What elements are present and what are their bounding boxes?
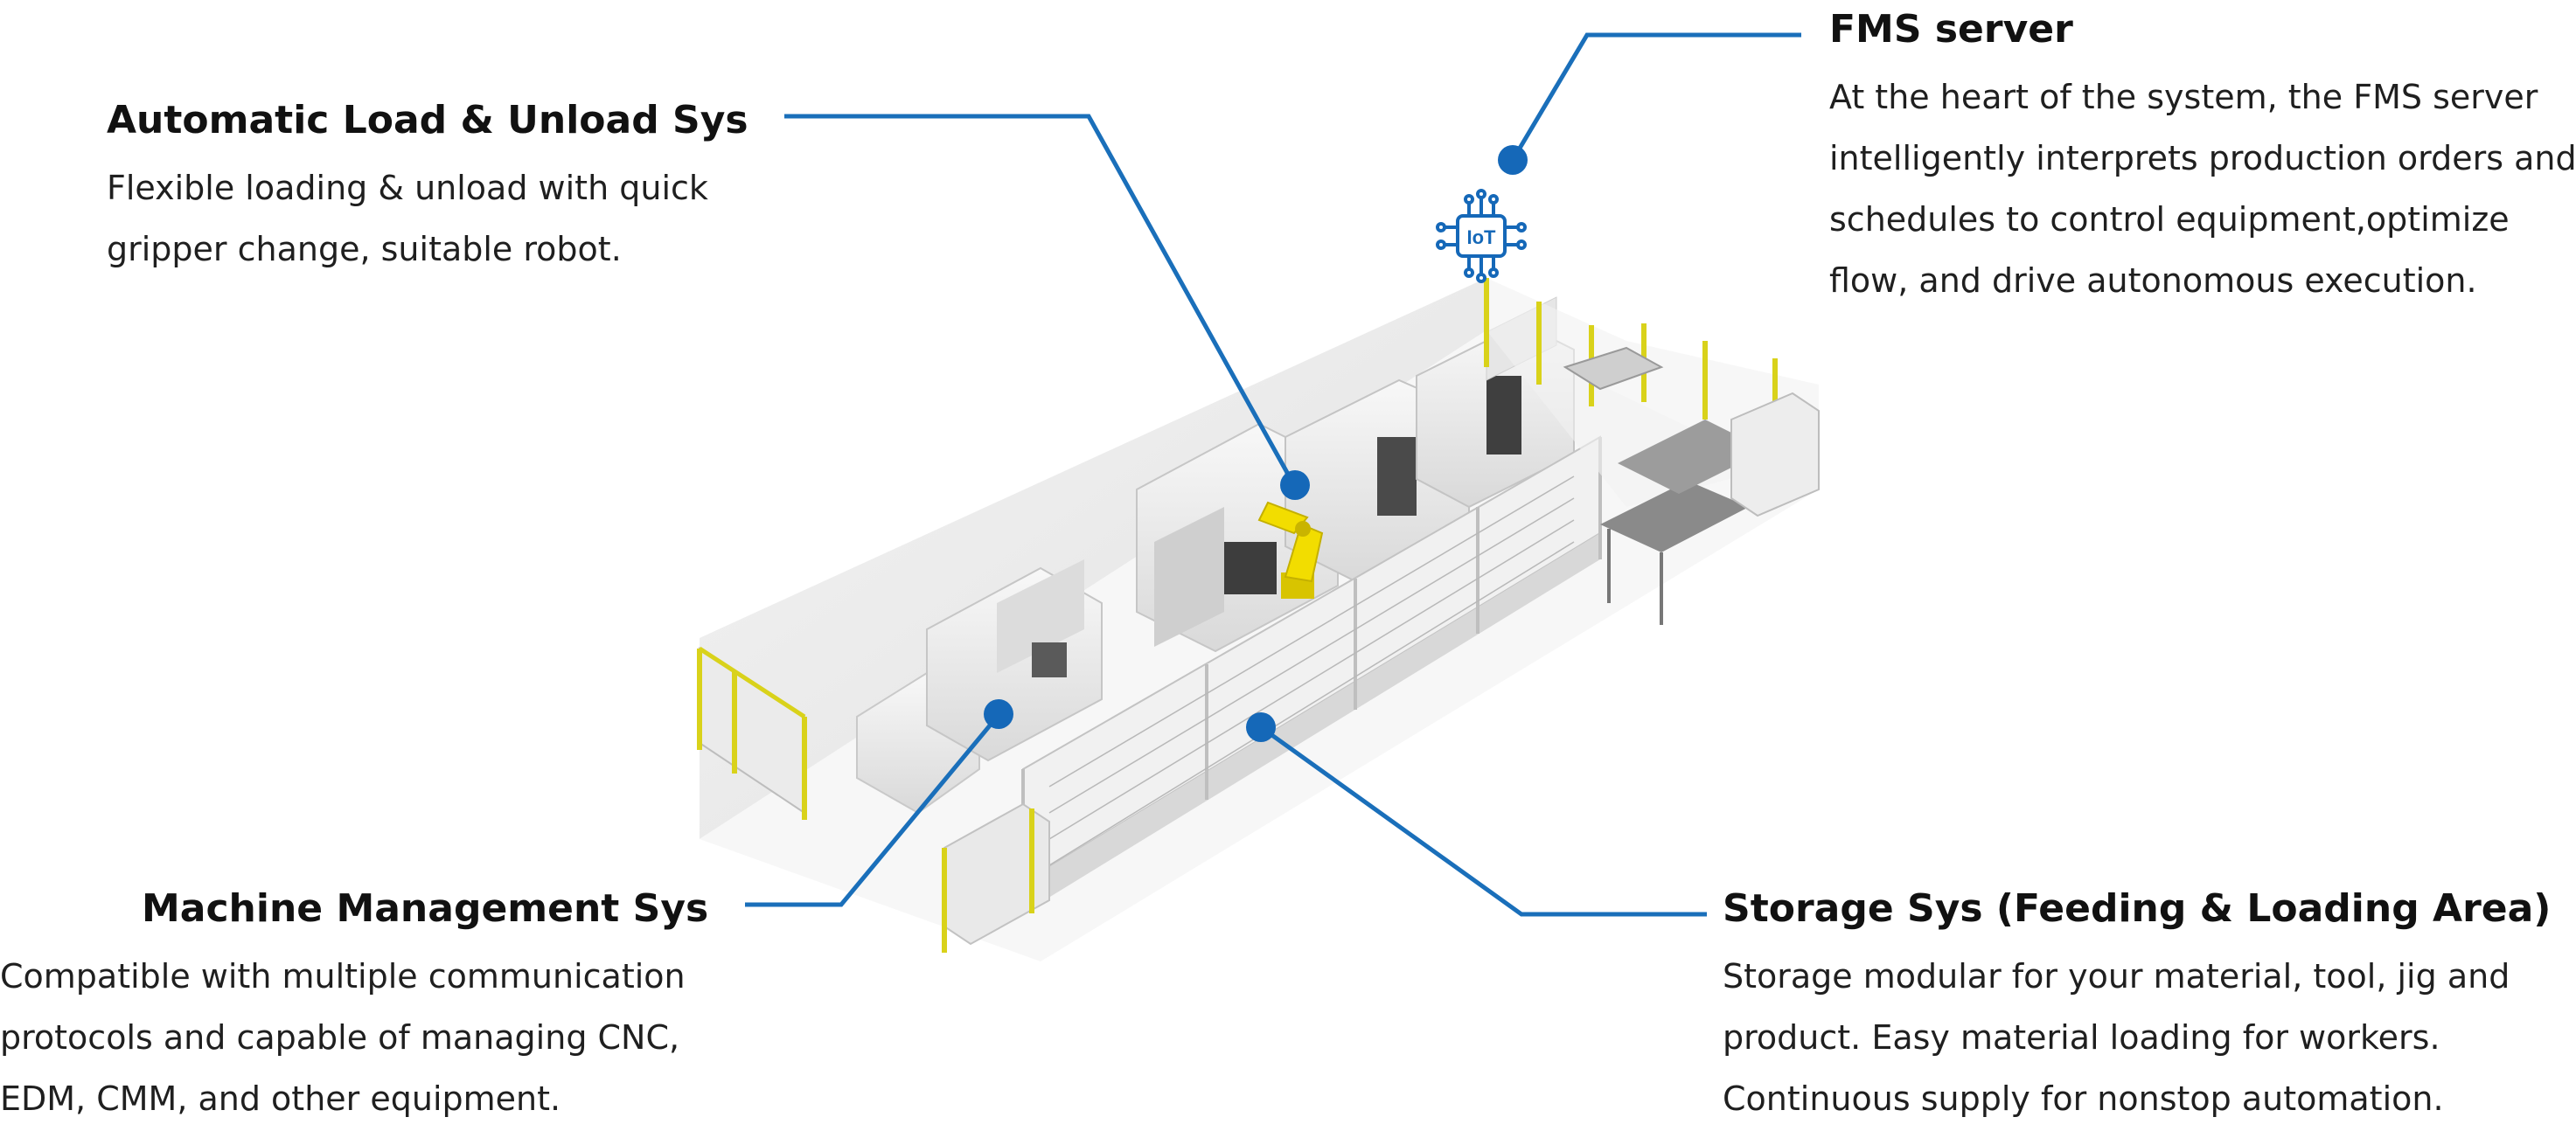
callout-storage-system: Storage Sys (Feeding & Loading Area) Sto…	[1723, 885, 2551, 1129]
callout-machine-management: Machine Management Sys Compatible with m…	[0, 885, 708, 1129]
leader-line-load	[784, 114, 1297, 487]
marker-fms	[1498, 145, 1528, 175]
desc-line: Storage modular for your material, tool,…	[1723, 957, 2510, 996]
desc-line: Compatible with multiple communication	[0, 957, 686, 996]
desc-line: Continuous supply for nonstop automation…	[1723, 1079, 2444, 1118]
callout-description: At the heart of the system, the FMS serv…	[1829, 66, 2576, 311]
desc-line: intelligently interprets production orde…	[1829, 139, 2576, 177]
desc-line: product. Easy material loading for worke…	[1723, 1018, 2440, 1057]
callout-load-unload: Automatic Load & Unload Sys Flexible loa…	[107, 96, 748, 280]
desc-line: schedules to control equipment,optimize	[1829, 200, 2510, 239]
callout-title: Automatic Load & Unload Sys	[107, 98, 748, 142]
callout-fms-server: FMS server At the heart of the system, t…	[1829, 5, 2576, 311]
marker-mms	[984, 699, 1013, 729]
leader-line-storage	[1259, 725, 1707, 917]
callout-description: Compatible with multiple communication p…	[0, 946, 708, 1129]
feeding-conveyor	[942, 802, 1050, 953]
callout-description: Storage modular for your material, tool,…	[1723, 946, 2551, 1129]
callout-title: Storage Sys (Feeding & Loading Area)	[1723, 886, 2552, 931]
callout-title: FMS server	[1829, 7, 2073, 52]
marker-load	[1280, 470, 1310, 500]
leader-line-fms	[1510, 32, 1801, 162]
desc-line: EDM, CMM, and other equipment.	[0, 1079, 561, 1118]
leader-line-mms	[745, 713, 1000, 907]
left-safety-fence	[697, 646, 807, 820]
iot-label: IoT	[1467, 226, 1497, 248]
marker-storage	[1246, 712, 1276, 742]
desc-line: protocols and capable of managing CNC,	[0, 1018, 680, 1057]
leader-lines	[745, 32, 1801, 917]
desc-line: Flexible loading & unload with quick	[107, 169, 708, 207]
callout-description: Flexible loading & unload with quick gri…	[107, 157, 748, 280]
iot-chip-icon	[1436, 189, 1527, 283]
desc-line: flow, and drive autonomous execution.	[1829, 261, 2477, 300]
callout-title: Machine Management Sys	[142, 886, 709, 931]
right-fenced-cell	[1484, 278, 1820, 625]
desc-line: gripper change, suitable robot.	[107, 230, 622, 268]
desc-line: At the heart of the system, the FMS serv…	[1829, 78, 2538, 116]
loading-robot	[1257, 501, 1324, 599]
